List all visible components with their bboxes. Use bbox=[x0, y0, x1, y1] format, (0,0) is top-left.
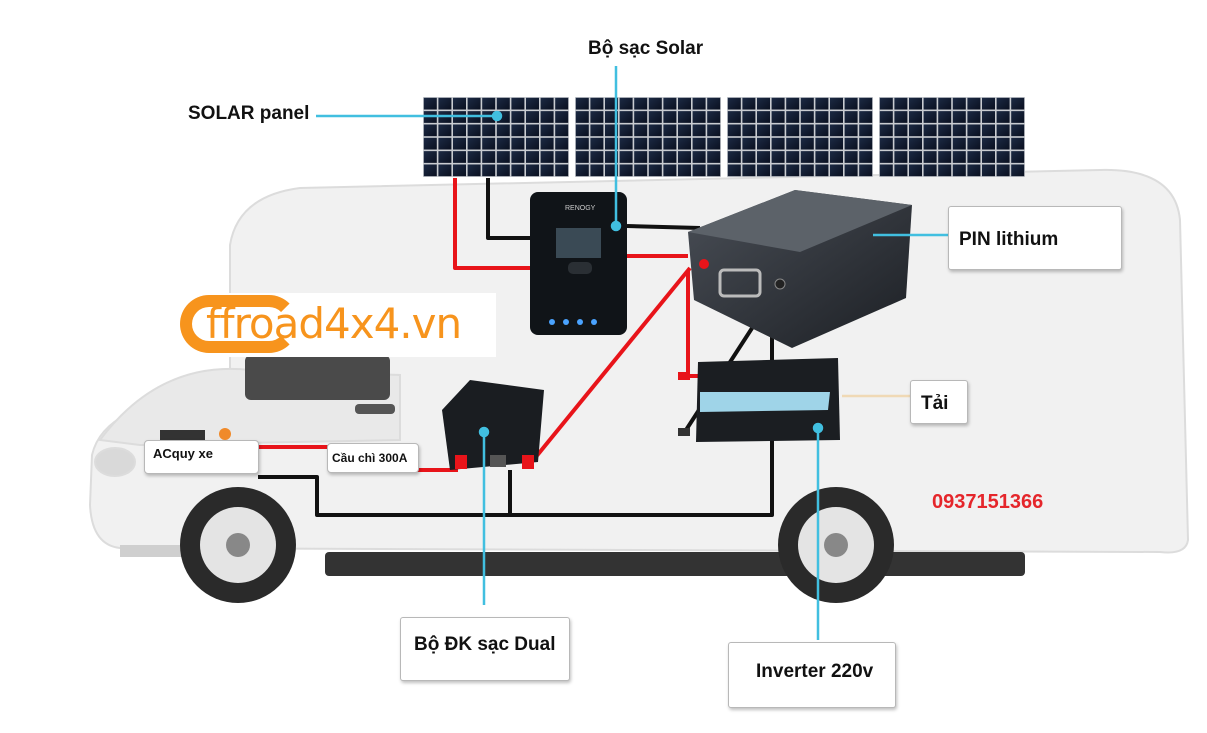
phone-number: 0937151366 bbox=[932, 491, 1044, 513]
lithium-label-box: PIN lithium bbox=[948, 206, 1122, 270]
label-load: Tải bbox=[921, 393, 949, 414]
label-lithium: PIN lithium bbox=[959, 229, 1059, 250]
callouts bbox=[316, 66, 950, 640]
panel-positive-wire bbox=[453, 178, 530, 270]
label-inverter: Inverter 220v bbox=[756, 661, 874, 682]
label-solar-charger: Bộ sạc Solar bbox=[588, 38, 704, 59]
solar-panel-4 bbox=[879, 97, 1025, 177]
charger-negative-wire bbox=[626, 224, 701, 230]
lithium-battery-icon bbox=[688, 190, 912, 348]
panel-negative-wire bbox=[486, 178, 530, 240]
inverter-label-box: Inverter 220v bbox=[728, 642, 896, 708]
solar-panel-3 bbox=[727, 97, 873, 177]
solar-charger-icon: RENOGY bbox=[530, 192, 627, 335]
brand-logo: ffroad4x4.vn bbox=[180, 293, 496, 357]
label-fuse: Cầu chì 300A bbox=[332, 451, 408, 465]
inverter-icon bbox=[678, 358, 840, 442]
solar-panel-icon bbox=[423, 97, 1025, 177]
label-solar-panel: SOLAR panel bbox=[188, 103, 310, 124]
fuse-label-box: Cầu chì 300A bbox=[327, 443, 419, 473]
rear-wheel bbox=[778, 487, 894, 603]
charger-brand: RENOGY bbox=[565, 205, 596, 212]
logo-ring-icon bbox=[180, 295, 298, 353]
load-label-box: Tải bbox=[910, 380, 968, 424]
solar-panel-1 bbox=[423, 97, 569, 177]
dual-battery-wire bbox=[533, 266, 692, 460]
front-wheel bbox=[180, 487, 296, 603]
logo-text: ffroad4x4.vn bbox=[206, 299, 462, 348]
wiring bbox=[258, 178, 782, 517]
label-vehicle-battery: ACquy xe bbox=[153, 446, 213, 461]
label-dual-controller: Bộ ĐK sạc Dual bbox=[414, 634, 556, 655]
ground-wire bbox=[258, 300, 774, 517]
solar-panel-2 bbox=[575, 97, 721, 177]
dual-label-box: Bộ ĐK sạc Dual bbox=[400, 617, 570, 681]
dual-controller-icon bbox=[442, 380, 544, 470]
acquy-label-box: ACquy xe bbox=[144, 440, 259, 474]
